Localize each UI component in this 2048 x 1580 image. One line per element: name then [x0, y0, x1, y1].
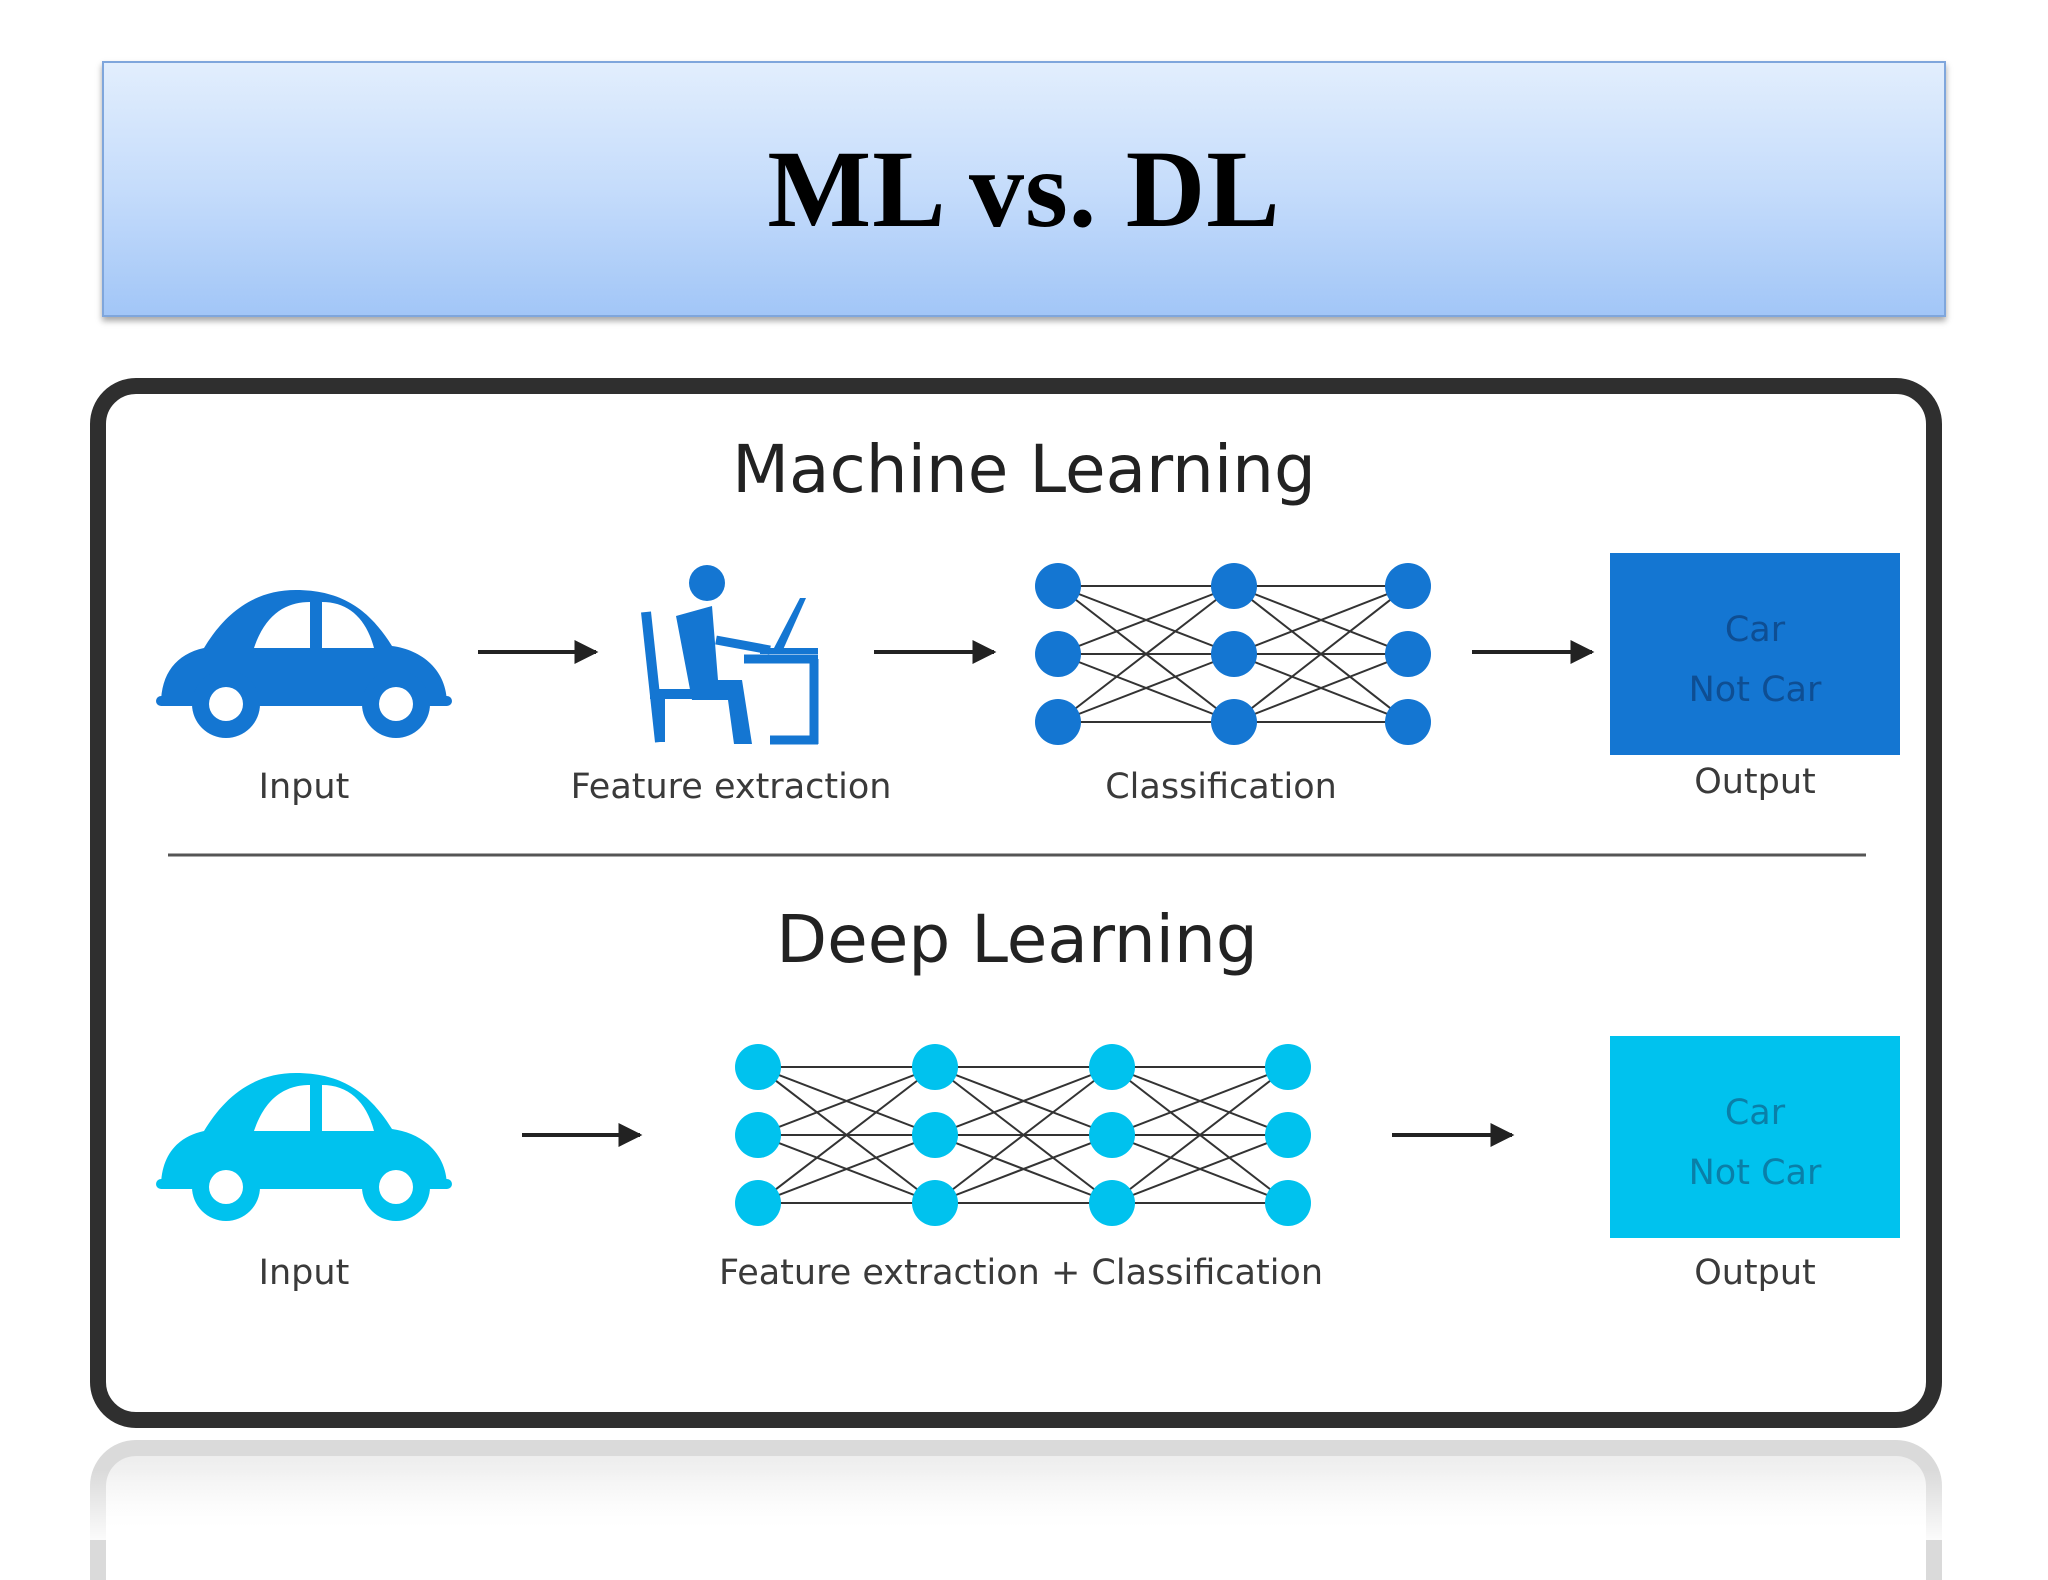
network-node — [912, 1044, 958, 1090]
network-node — [1211, 563, 1257, 609]
network-node — [1089, 1180, 1135, 1226]
ml-output-option-car: Car — [1725, 610, 1786, 650]
network-node — [1211, 699, 1257, 745]
network-node — [1089, 1112, 1135, 1158]
network-node — [1265, 1044, 1311, 1090]
network-node — [1035, 699, 1081, 745]
network-connection — [1233, 653, 1409, 723]
car-icon — [156, 590, 452, 738]
dl-output-label: Output — [1694, 1253, 1816, 1293]
network-node — [1385, 699, 1431, 745]
dl-output-option-not-car: Not Car — [1689, 1153, 1822, 1193]
network-connection — [1111, 1066, 1289, 1204]
dl-output-option-car: Car — [1725, 1093, 1786, 1133]
network-node — [1385, 563, 1431, 609]
title-banner: ML vs. DL — [102, 61, 1946, 317]
dl-output-box — [1610, 1036, 1900, 1238]
dl-heading: Deep Learning — [776, 901, 1257, 978]
comparison-diagram: Machine Learning Car Not Car Input Featu… — [156, 431, 1900, 1293]
network-connection — [1111, 1134, 1289, 1204]
network-connection — [1057, 585, 1235, 723]
ml-classification-label: Classification — [1105, 767, 1337, 807]
network-connection — [934, 1066, 1113, 1136]
dl-network-label: Feature extraction + Classification — [719, 1253, 1323, 1293]
network-connection — [1057, 653, 1235, 723]
ml-output-option-not-car: Not Car — [1689, 670, 1822, 710]
dl-input-label: Input — [259, 1253, 350, 1293]
network-node — [1385, 631, 1431, 677]
ml-neural-network — [1035, 563, 1431, 745]
network-connection — [757, 1066, 936, 1204]
network-connection — [1233, 585, 1409, 655]
ml-heading: Machine Learning — [732, 431, 1316, 508]
network-connection — [934, 1066, 1113, 1204]
network-node — [1035, 563, 1081, 609]
page-title: ML vs. DL — [767, 127, 1281, 250]
network-connection — [1111, 1066, 1289, 1136]
network-node — [912, 1180, 958, 1226]
network-node — [735, 1044, 781, 1090]
network-node — [1035, 631, 1081, 677]
ml-feature-label: Feature extraction — [571, 767, 892, 807]
ml-output-box — [1610, 553, 1900, 755]
frame-reflection-fade — [80, 1470, 1960, 1540]
network-connection — [1233, 585, 1409, 723]
dl-neural-network — [735, 1044, 1311, 1226]
network-connection — [1057, 585, 1235, 655]
network-node — [735, 1180, 781, 1226]
ml-input-label: Input — [259, 767, 350, 807]
network-connection — [934, 1134, 1113, 1204]
network-node — [1265, 1180, 1311, 1226]
car-icon — [156, 1073, 452, 1221]
network-node — [912, 1112, 958, 1158]
person-at-laptop-icon — [641, 565, 819, 745]
network-node — [735, 1112, 781, 1158]
network-connection — [757, 1066, 936, 1136]
network-node — [1211, 631, 1257, 677]
network-connection — [757, 1134, 936, 1204]
ml-output-label: Output — [1694, 762, 1816, 802]
network-node — [1089, 1044, 1135, 1090]
network-node — [1265, 1112, 1311, 1158]
